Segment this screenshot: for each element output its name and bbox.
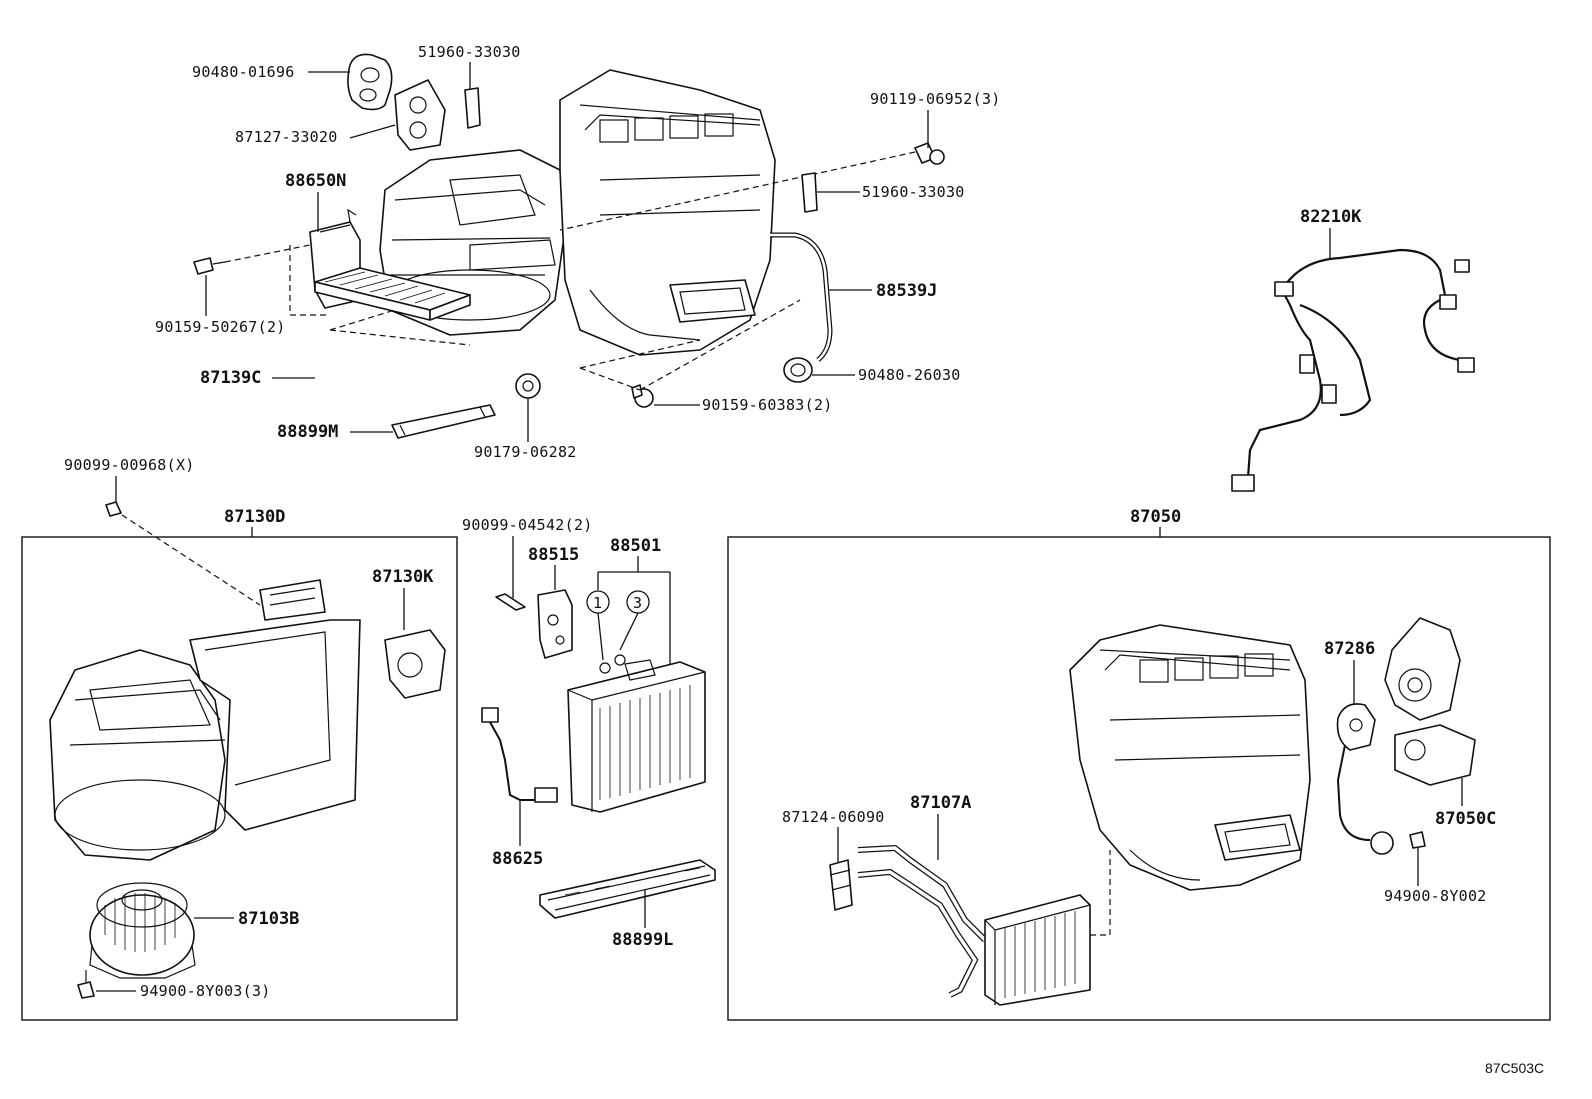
label-94900-8Y002: 94900-8Y002	[1384, 887, 1487, 905]
label-87127-33020: 87127-33020	[235, 128, 338, 146]
screw-part-94900-8Y003	[77, 970, 95, 999]
label-94900-8Y003: 94900-8Y003(3)	[140, 982, 271, 1000]
label-87130K: 87130K	[372, 567, 434, 587]
screw-part-90099-04542	[495, 593, 526, 611]
label-87286: 87286	[1324, 639, 1375, 659]
label-88899L: 88899L	[612, 930, 673, 950]
bracket-part-88899L	[539, 859, 716, 919]
screw-part-90119-06952	[914, 142, 945, 165]
label-82210K: 82210K	[1300, 207, 1362, 227]
label-87130D: 87130D	[224, 507, 285, 527]
label-90480-01696: 90480-01696	[192, 63, 295, 81]
heater-core-part-87107A	[857, 844, 1091, 1006]
label-88515: 88515	[528, 545, 579, 565]
circle-callout-3: 3	[626, 590, 650, 614]
servo-part-87286	[1336, 703, 1394, 855]
servo-part-87050C	[1384, 617, 1476, 786]
blower-unit-87130D	[49, 579, 361, 861]
filter-part-87139C	[314, 267, 471, 321]
label-90159-60383: 90159-60383(2)	[702, 396, 833, 414]
label-90159-50267: 90159-50267(2)	[155, 318, 286, 336]
label-87050C: 87050C	[1435, 809, 1496, 829]
label-88650N: 88650N	[285, 171, 346, 191]
screw-part-90099-00968	[105, 501, 122, 517]
svg-text:3: 3	[633, 594, 642, 612]
label-90099-00968: 90099-00968(X)	[64, 456, 195, 474]
label-51960-33030-top: 51960-33030	[418, 43, 521, 61]
screw-part-90159-60383	[631, 384, 654, 408]
clip-part-51960-33030-top	[464, 87, 481, 129]
label-88539J: 88539J	[876, 281, 937, 301]
clip-part-87124-06090	[829, 859, 853, 911]
bracket-part-88899M	[391, 404, 496, 439]
screw-part-94900-8Y002	[1409, 831, 1426, 849]
diagram-code: 87C503C	[1485, 1060, 1544, 1076]
circle-callout-1: 1	[586, 590, 610, 614]
expansion-valve-part-88515	[537, 589, 573, 659]
label-90099-04542: 90099-04542(2)	[462, 516, 593, 534]
thermistor-part-88625	[481, 707, 558, 803]
grommet-part-90480-26030	[783, 357, 813, 383]
label-88501: 88501	[610, 536, 661, 556]
label-51960-33030-right: 51960-33030	[862, 183, 965, 201]
screw-part-90159-50267	[193, 257, 226, 275]
svg-text:1: 1	[593, 594, 602, 612]
label-87107A: 87107A	[910, 793, 971, 813]
label-87050: 87050	[1130, 507, 1181, 527]
drain-hose-part-88539J	[770, 232, 833, 362]
gasket-part-87127-33020	[394, 79, 446, 151]
box-87130D	[21, 536, 458, 1021]
clip-part-51960-33030-right	[801, 172, 818, 213]
label-87124-06090: 87124-06090	[782, 808, 885, 826]
fan-motor-part-87103B	[89, 882, 196, 979]
label-90480-26030: 90480-26030	[858, 366, 961, 384]
evaporator-part-88501	[567, 659, 706, 813]
servo-part-87130K	[384, 629, 446, 699]
label-90179-06282: 90179-06282	[474, 443, 577, 461]
label-90119-06952: 90119-06952(3)	[870, 90, 1001, 108]
label-87139C: 87139C	[200, 368, 261, 388]
label-88899M: 88899M	[277, 422, 338, 442]
wire-harness-part-82210K	[1231, 248, 1475, 492]
label-87103B: 87103B	[238, 909, 299, 929]
box-87050	[727, 536, 1551, 1021]
label-88625: 88625	[492, 849, 543, 869]
nut-part-90179-06282	[515, 373, 541, 399]
heater-unit-87050	[1069, 624, 1311, 891]
grommet-part-90480-01696	[347, 53, 393, 111]
